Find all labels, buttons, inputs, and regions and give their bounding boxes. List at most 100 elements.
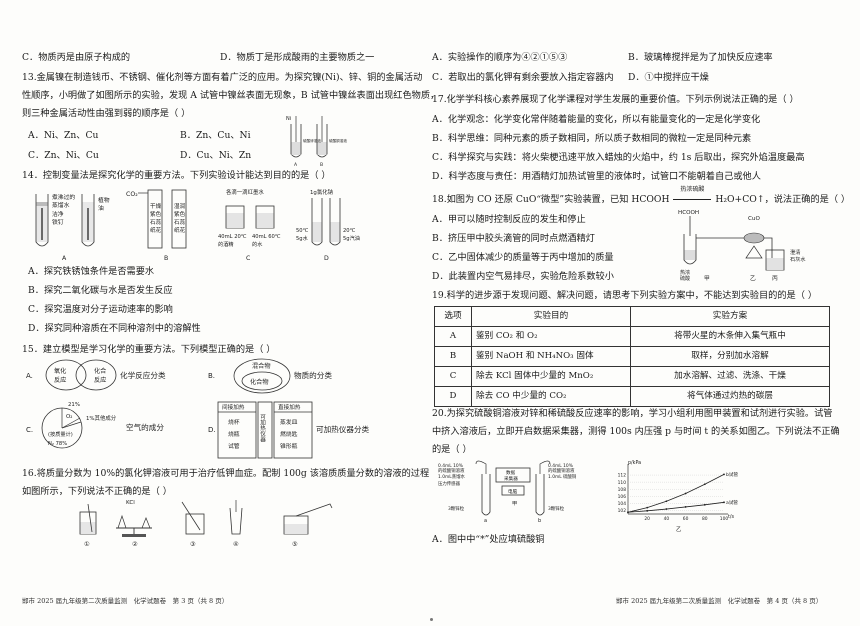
chart-xlabel: t/s — [728, 514, 734, 520]
q16-option-c[interactable]: C．若取出的氯化钾有剩余要放入指定容器内 — [432, 72, 614, 83]
q17-option-a[interactable]: A．化学观念：化学变化常伴随着能量的变化，所以有能量变化的一定是化学变化 — [432, 114, 761, 125]
q15-a-c2a: 化合 — [94, 367, 106, 375]
chart-y-tick-label: 104 — [618, 501, 627, 507]
chart-series-line — [627, 501, 725, 513]
q18-stem-part1: 18.如图为 CO 还原 CuO“微型”实验装置，已知 HCOOH — [432, 194, 670, 205]
q16-figure: ① KCl ② ③ ④ — [79, 500, 333, 548]
q18-stem-part2: H₂O+CO↑，说法正确的是（ ） — [715, 194, 851, 205]
q17-option-c[interactable]: C．科学探究与实践：将火柴梗迅速平放入蜡烛的火焰中，约 1s 后取出，探究外焰温… — [432, 152, 805, 163]
q18-reaction-arrow: 热浓硫酸 — [672, 186, 712, 206]
q19-row-b-purpose: 鉴别 NaOH 和 NH₄NO₃ 固体 — [471, 346, 631, 367]
q19-row-a-plan: 将带火星的木条伸入集气瓶中 — [630, 326, 830, 347]
chart-series-label: a试管 — [726, 499, 738, 506]
q14-label-a: A — [62, 255, 67, 262]
q14-a-text5: 植物 — [98, 196, 110, 204]
q19-row-a-purpose: 鉴别 CO₂ 和 O₂ — [471, 326, 631, 347]
q14-b-t1: 干燥 — [150, 202, 162, 210]
q14-c-t2: 的酒精 — [218, 240, 234, 248]
table-row: A 鉴别 CO₂ 和 O₂ 将带火星的木条伸入集气瓶中 — [434, 326, 830, 347]
q18-stem: 18.如图为 CO 还原 CuO“微型”实验装置，已知 HCOOH 热浓硫酸 H… — [432, 186, 851, 206]
q15-d-caption: 可加热仪器分类 — [316, 424, 370, 434]
q12-option-c: C．物质丙是由原子构成的 — [22, 52, 131, 63]
q15-a-caption: 化学反应分类 — [120, 370, 166, 380]
q17-stem: 17.化学学科核心素养展现了化学课程对学生发展的重要价值。下列示例说法正确的是（… — [432, 94, 799, 105]
q20-l1: 0.4mL 10% — [438, 463, 463, 469]
q18-option-c[interactable]: C．乙中固体减少的质量等于丙中增加的质量 — [432, 252, 614, 263]
q14-option-b[interactable]: B．探究二氧化碳与水是否发生反应 — [28, 285, 173, 296]
table-row: C 除去 KCl 固体中少量的 MnO₂ 加水溶解、过滤、洗涤、干燥 — [434, 366, 830, 387]
left-page: C．物质丙是由原子构成的 D．物质丁是形成酸雨的主要物质之一 13.金属镍在制造… — [0, 0, 439, 626]
q16-step1: ① — [79, 503, 97, 548]
q20-stem-line2: 中挤入溶液后，立即开启数据采集器，测得 100s 内压强 p 与时间 t 的关系… — [432, 426, 840, 437]
q15-c-o2: O₂ — [66, 414, 72, 420]
chart-y-tick-label: 112 — [618, 473, 627, 479]
q17-option-d[interactable]: D．科学态度与责任：用酒精灯加热试管里的液体时，试管口不能朝着自己或他人 — [432, 171, 761, 182]
q14-option-c[interactable]: C．探究温度对分子运动速率的影响 — [28, 304, 173, 315]
q16-step2-label: ② — [132, 541, 138, 548]
q18-acid1: 热浓 — [680, 269, 690, 276]
q13-ni-label: Ni — [286, 116, 291, 122]
chart-x-tick-label: 20 — [644, 516, 650, 522]
q20-jia: 甲 — [512, 500, 517, 507]
q15-c-label: C. — [26, 426, 33, 434]
q14-b-co2: CO₂ — [126, 191, 138, 198]
right-page: A．实验操作的顺序为④②①⑤③ B．玻璃棒搅拌是为了加快反应速率 C．若取出的氯… — [430, 0, 850, 626]
q14-option-d[interactable]: D．探究同种溶质在不同种溶剂中的溶解性 — [28, 323, 201, 334]
q13-stem-line2: 性顺序，小明做了如图所示的实验，发现 A 试管中镍丝表面无现象，B 试管中镍丝表… — [22, 90, 440, 101]
q20-r2: 的硫酸铜溶液 — [548, 467, 575, 474]
q14-d-t3: 20℃ — [343, 228, 356, 234]
q13-option-b[interactable]: B．Zn、Cu、Ni — [180, 130, 251, 141]
q20-pc: 电脑 — [508, 488, 518, 495]
q15-a-label: A. — [26, 372, 33, 380]
q18-option-b[interactable]: B．挤压甲中胶头滴管的同时点燃酒精灯 — [432, 233, 595, 244]
q20-l3: 1.0mL蒸馏水 — [438, 473, 465, 480]
q14-a-text6: 油 — [98, 204, 104, 212]
q15-c-by: (按质量计) — [48, 430, 73, 438]
q18-option-d[interactable]: D．此装置内空气易排尽，实验危险系数较小 — [432, 271, 614, 282]
q19-table: 选项 实验目的 实验方案 A 鉴别 CO₂ 和 O₂ 将带火星的木条伸入集气瓶中… — [434, 306, 830, 407]
q17-option-b[interactable]: B．科学思维：同种元素的质子数相同，所以质子数相同的微粒一定是同种元素 — [432, 133, 752, 144]
q16-stem-line1: 16.将质量分数为 10%的氯化钾溶液可用于治疗低钾血症。配制 100g 该溶质… — [22, 468, 430, 479]
q14-a-text4: 铁钉 — [52, 218, 64, 226]
q13-option-c[interactable]: C．Zn、Ni、Cu — [28, 150, 99, 161]
chart-x-tick-label: 80 — [702, 516, 708, 522]
q16-option-b[interactable]: B．玻璃棒搅拌是为了加快反应速率 — [628, 52, 773, 63]
q13-option-d[interactable]: D．Cu、Ni、Zn — [180, 150, 252, 161]
q16-option-d[interactable]: D．①中搅拌应干燥 — [628, 72, 709, 83]
chart-y-tick-label: 102 — [618, 508, 627, 514]
chart-point — [723, 473, 725, 476]
q18-acid2: 硫酸 — [680, 275, 690, 282]
q19-stem: 19.科学的进步源于发现问题、解决问题，请思考下列实验方案中，不能达到实验目的的… — [432, 290, 818, 301]
q16-kcl-label: KCl — [126, 500, 135, 506]
q14-a-text1: 煮沸过的 — [52, 193, 75, 201]
q13-a-solution: 硫酸锌溶液 — [303, 138, 321, 143]
q18-option-a[interactable]: A．甲可以随时控制反应的发生和停止 — [432, 214, 586, 225]
q15-d-l2: 烧瓶 — [228, 430, 240, 438]
q20-option-a[interactable]: A．图中中“*”处应填硫酸铜 — [432, 534, 545, 545]
q16-option-a[interactable]: A．实验操作的顺序为④②①⑤③ — [432, 52, 568, 63]
q15-c-other: 1%其他成分 — [86, 414, 117, 422]
q14-b-t8: 纸花 — [174, 226, 186, 234]
q20-r3: 1.0mL 硫酸铜 — [548, 473, 577, 480]
q14-d-t1: 50℃ — [296, 228, 309, 234]
chart-x-tick-label: 40 — [664, 516, 670, 522]
table-row: B 鉴别 NaOH 和 NH₄NO₃ 固体 取样，分别加水溶解 — [434, 346, 830, 367]
chart-ylabel: p/kPa — [628, 460, 641, 466]
q13-option-a[interactable]: A．Ni、Zn、Cu — [28, 130, 99, 141]
q15-d-l3: 试管 — [228, 442, 240, 450]
q13-figure: Ni 硫酸锌溶液 硫酸铜溶液 A B — [286, 116, 347, 168]
q15-b-outer: 混合物 — [252, 362, 271, 370]
q14-c-top: 各滴一滴红墨水 — [226, 188, 264, 196]
q20-tube-b: b — [538, 518, 541, 524]
chart-point — [684, 506, 687, 508]
right-footer: 邯市 2025 届九年级第二次质量监测 化学试题卷 第 4 页（共 8 页） — [616, 597, 823, 605]
chart-y-tick-label: 106 — [618, 494, 627, 500]
chart-point — [703, 483, 706, 486]
q14-option-a[interactable]: A．探究铁锈蚀条件是否需要水 — [28, 266, 155, 277]
chart-point — [723, 501, 725, 504]
chart-point — [627, 511, 629, 514]
q16-step3: ③ — [181, 501, 205, 548]
q20-zn-left: 3颗锌粒 — [448, 505, 465, 512]
q14-fig-b: CO₂ 干燥 紫色 石蕊 纸花 湿润 紫色 石蕊 纸花 B — [126, 189, 187, 262]
